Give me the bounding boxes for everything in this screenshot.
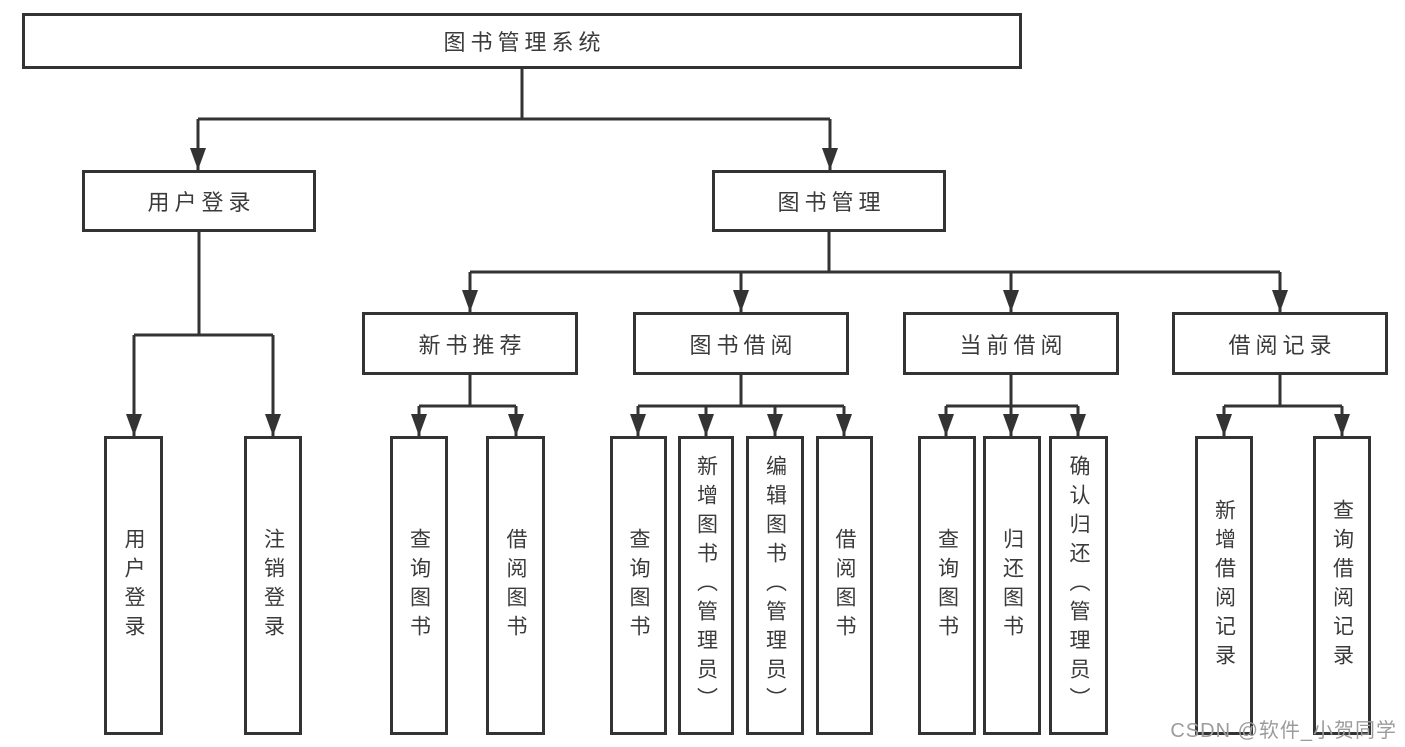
leaf-add-borrow-record-label: 新增借阅记录	[1212, 498, 1236, 673]
leaf-query-books-recommend-label: 查询图书	[407, 527, 431, 644]
node-book-borrowing: 图书借阅	[633, 312, 849, 375]
leaf-query-books-recommend: 查询图书	[390, 436, 448, 735]
leaf-query-books-current: 查询图书	[918, 436, 976, 735]
leaf-borrow-books-recommend: 借阅图书	[486, 436, 545, 735]
leaf-return-books-label: 归还图书	[1000, 527, 1024, 644]
node-library-system: 图书管理系统	[22, 13, 1022, 69]
leaf-logout-login-label: 注销登录	[261, 527, 285, 644]
node-current-borrowing-label: 当前借阅	[959, 332, 1068, 358]
node-new-book-recommendation: 新书推荐	[362, 312, 578, 375]
leaf-user-login-label: 用户登录	[122, 527, 145, 644]
leaf-edit-books-admin-label: 编辑图书（管理员）	[763, 455, 787, 716]
leaf-confirm-return-admin: 确认归还（管理员）	[1049, 436, 1108, 735]
leaf-query-borrow-record: 查询借阅记录	[1313, 436, 1371, 735]
leaf-add-borrow-record: 新增借阅记录	[1195, 436, 1253, 735]
leaf-query-books-borrowing-label: 查询图书	[627, 527, 650, 644]
node-book-borrowing-label: 图书借阅	[689, 332, 798, 358]
leaf-logout-login: 注销登录	[244, 436, 302, 735]
node-new-book-recommendation-label: 新书推荐	[418, 332, 527, 358]
node-borrowing-records: 借阅记录	[1172, 312, 1388, 375]
node-book-management: 图书管理	[712, 170, 946, 232]
leaf-add-books-admin-label: 新增图书（管理员）	[694, 455, 718, 716]
leaf-confirm-return-admin-label: 确认归还（管理员）	[1067, 455, 1090, 716]
node-current-borrowing: 当前借阅	[903, 312, 1119, 375]
leaf-query-books-current-label: 查询图书	[935, 527, 959, 644]
node-borrowing-records-label: 借阅记录	[1228, 332, 1337, 358]
csdn-watermark: CSDN @软件_小贺同学	[1170, 720, 1397, 742]
leaf-borrow-books-recommend-label: 借阅图书	[504, 527, 527, 644]
node-library-system-label: 图书管理系统	[443, 30, 606, 55]
leaf-user-login: 用户登录	[104, 436, 163, 735]
leaf-borrow-books-borrowing-label: 借阅图书	[833, 527, 856, 644]
node-user-login: 用户登录	[82, 170, 316, 232]
leaf-edit-books-admin: 编辑图书（管理员）	[746, 436, 804, 735]
node-user-login-label: 用户登录	[147, 190, 256, 215]
leaf-query-borrow-record-label: 查询借阅记录	[1330, 498, 1354, 673]
leaf-add-books-admin: 新增图书（管理员）	[678, 436, 734, 735]
leaf-query-books-borrowing: 查询图书	[610, 436, 667, 735]
leaf-return-books: 归还图书	[983, 436, 1041, 735]
leaf-borrow-books-borrowing: 借阅图书	[816, 436, 873, 735]
node-book-management-label: 图书管理	[777, 190, 886, 215]
